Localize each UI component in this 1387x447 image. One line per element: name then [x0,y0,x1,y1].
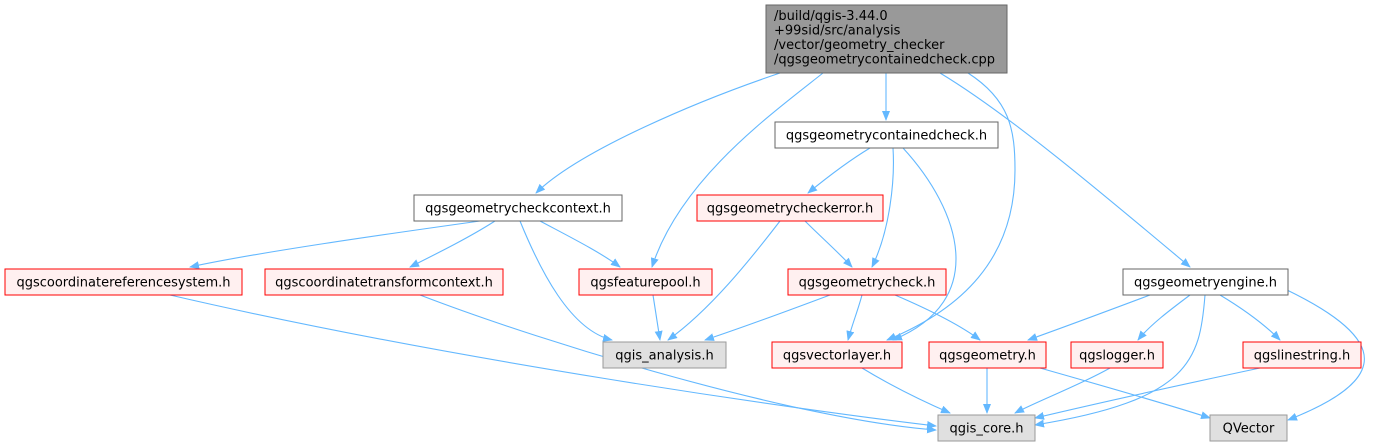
edge-engine_h-to-geometry_h [1027,294,1151,341]
node-label: qgscoordinatereferencesystem.h [16,276,230,291]
node-containedcheck-h[interactable]: qgsgeometrycontainedcheck.h [774,121,999,149]
node-label: qgsgeometrycheckerror.h [707,202,874,217]
edge-engine_h-to-qvector [1286,289,1365,421]
edge-checkcontext_h-to-crs_h [189,220,481,270]
node-label: qgis_analysis.h [615,349,713,364]
edge-checkerror_h-to-analysis_h [667,220,781,341]
edge-containedcheck_h-to-check_h [871,147,894,268]
node-label: /vector/geometry_checker [774,38,945,53]
edge-check_h-to-vectorlayer_h [846,294,863,341]
edge-ctc_h-to-core_h [419,294,937,434]
node-crs-h[interactable]: qgscoordinatereferencesystem.h [4,268,243,296]
edge-root-to-checkcontext_h [535,72,781,194]
node-label: qgsgeometryengine.h [1134,276,1277,291]
node-analysis-h[interactable]: qgis_analysis.h [602,341,727,369]
edge-check_h-to-geometry_h [894,294,981,341]
node-box [928,341,1047,369]
edge-root-to-engine_h [939,72,1191,268]
node-core-h[interactable]: qgis_core.h [937,414,1036,442]
node-engine-h[interactable]: qgsgeometryengine.h [1122,268,1289,296]
node-box [787,268,947,296]
edge-check_h-to-analysis_h [704,294,831,341]
node-box [765,4,1008,74]
node-box [578,268,713,296]
node-label: qgslogger.h [1079,349,1155,364]
node-linestring-h[interactable]: qgslinestring.h [1242,341,1362,369]
edge-engine_h-to-core_h [1034,294,1206,428]
node-label: /qgsgeometrycontainedcheck.cpp [774,53,995,68]
node-box [696,194,884,222]
node-label: qgsvectorlayer.h [783,349,891,364]
node-label: qgsgeometrycontainedcheck.h [786,129,987,144]
node-box [1242,341,1362,369]
node-check-h[interactable]: qgsgeometrycheck.h [787,268,947,296]
edge-checkcontext_h-to-ctc_h [409,220,496,268]
edge-root-to-featurepool_h [650,72,824,268]
edge-root-to-vectorlayer_h [886,72,1016,341]
node-label: qgsgeometrycheck.h [799,276,936,291]
edge-engine_h-to-logger_h [1137,294,1191,341]
edge-checkcontext_h-to-featurepool_h [539,220,621,268]
node-box [1070,341,1164,369]
node-box [413,194,623,222]
node-box [602,341,727,369]
node-label: +99sid/src/analysis [774,24,901,39]
node-box [1122,268,1289,296]
edge-checkerror_h-to-check_h [804,220,853,268]
node-box [771,341,903,369]
node-geometry-h[interactable]: qgsgeometry.h [928,341,1047,369]
node-box [4,268,243,296]
node-checkerror-h[interactable]: qgsgeometrycheckerror.h [696,194,884,222]
node-label: QVector [1223,422,1275,437]
node-label: qgsgeometry.h [939,349,1036,364]
node-root[interactable]: /build/qgis-3.44.0+99sid/src/analysis/ve… [765,4,1008,74]
node-label: qgsgeometrycheckcontext.h [425,202,611,217]
edge-featurepool_h-to-analysis_h [652,294,663,341]
edge-geometry_h-to-qvector [1039,367,1211,420]
edge-containedcheck_h-to-checkerror_h [807,147,871,194]
node-qvector[interactable]: QVector [1209,414,1288,442]
edge-crs_h-to-core_h [169,294,937,429]
node-ctc-h[interactable]: qgscoordinatetransformcontext.h [264,268,504,296]
edge-logger_h-to-core_h [1014,367,1111,414]
node-checkcontext-h[interactable]: qgsgeometrycheckcontext.h [413,194,623,222]
node-logger-h[interactable]: qgslogger.h [1070,341,1164,369]
node-label: qgscoordinatetransformcontext.h [275,276,493,291]
node-box [1209,414,1288,442]
node-label: /build/qgis-3.44.0 [774,9,888,24]
node-box [774,121,999,149]
edge-containedcheck_h-to-vectorlayer_h [892,147,957,341]
node-label: qgsfeaturepool.h [590,276,700,291]
node-label: qgslinestring.h [1254,349,1350,364]
edge-linestring_h-to-core_h [1034,367,1261,420]
edge-engine_h-to-linestring_h [1219,294,1281,341]
edge-vectorlayer_h-to-core_h [861,367,951,414]
node-vectorlayer-h[interactable]: qgsvectorlayer.h [771,341,903,369]
node-box [937,414,1036,442]
nodes-layer: /build/qgis-3.44.0+99sid/src/analysis/ve… [4,4,1362,442]
edge-checkcontext_h-to-analysis_h [519,220,613,342]
edges-layer [169,72,1365,434]
node-box [264,268,504,296]
node-featurepool-h[interactable]: qgsfeaturepool.h [578,268,713,296]
node-label: qgis_core.h [950,422,1024,437]
